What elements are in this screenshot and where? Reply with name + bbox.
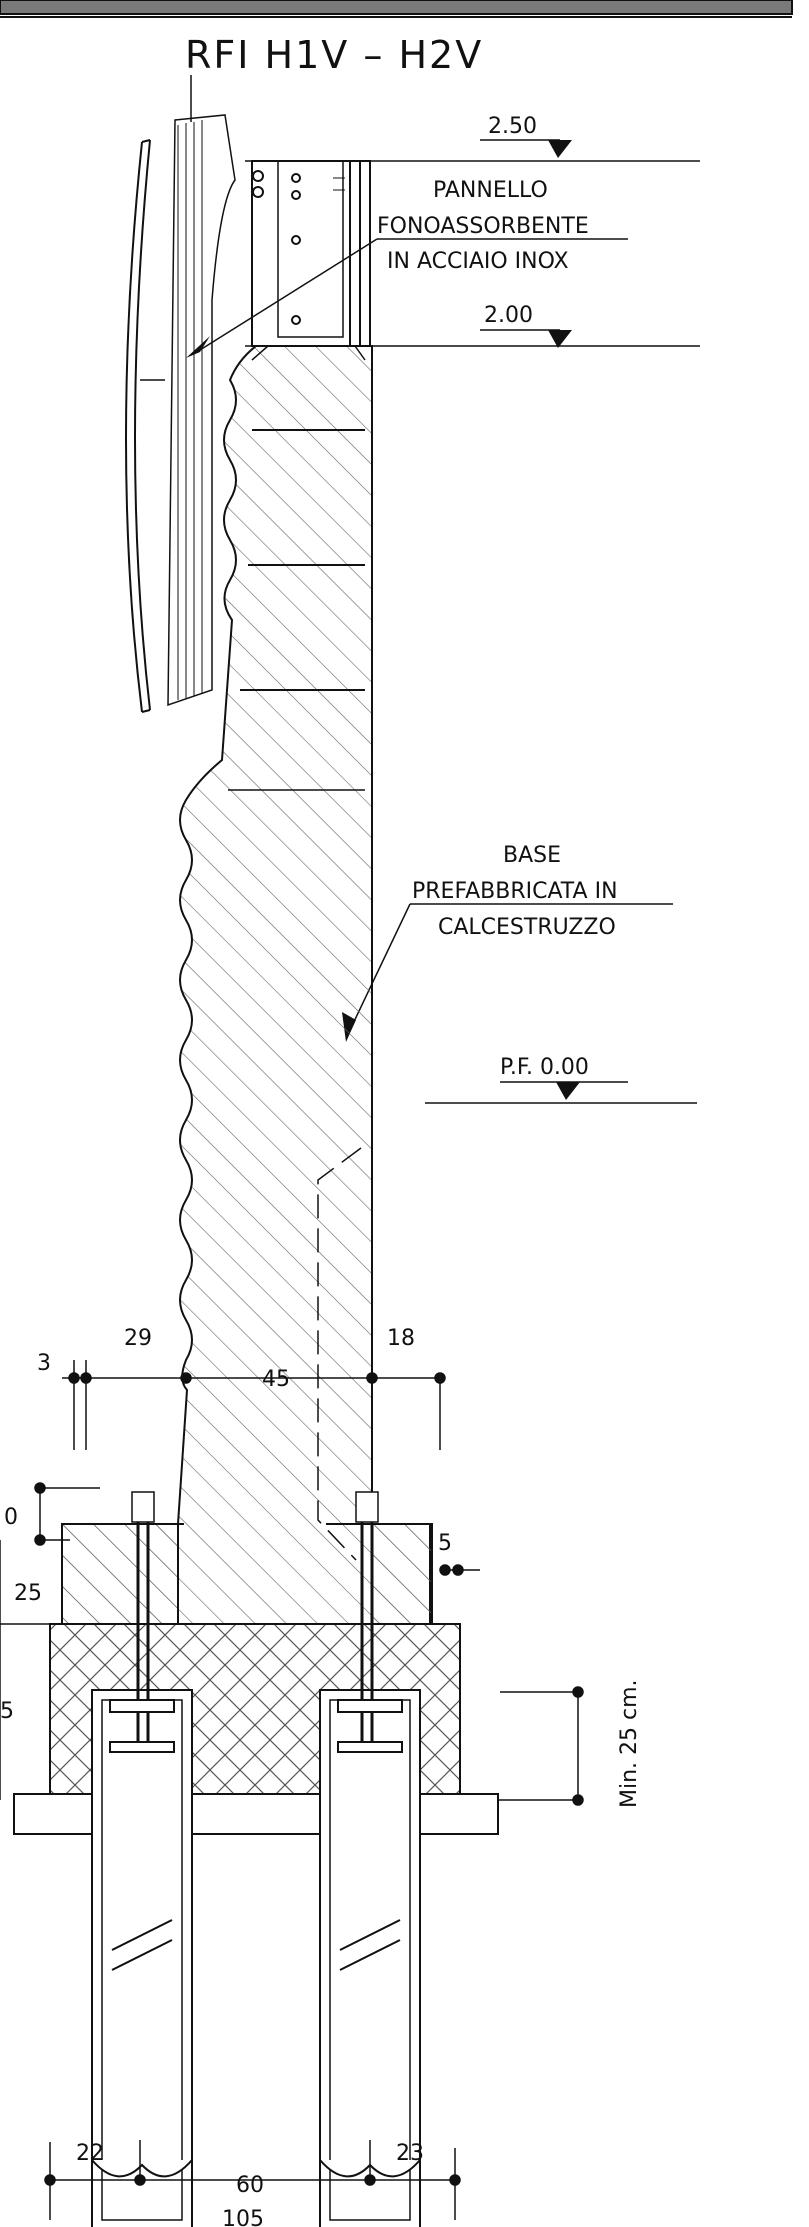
dim-5-right: 5 bbox=[438, 1531, 452, 1556]
steel-post bbox=[251, 160, 371, 347]
level-marker-top: 2.50 bbox=[245, 114, 700, 162]
dim-105: 105 bbox=[222, 2207, 264, 2227]
level-marker-ground: P.F. 0.00 bbox=[425, 1055, 697, 1104]
base-step-right bbox=[371, 1523, 433, 1625]
min-depth-dimension: Min. 25 cm. bbox=[498, 1679, 642, 1808]
min-depth-label: Min. 25 cm. bbox=[617, 1679, 642, 1808]
dimension-chain-upper: 3 29 45 18 bbox=[37, 1326, 446, 1450]
dimension-right-step: 5 bbox=[438, 1531, 480, 1576]
panel-note: PANNELLO FONOASSORBENTE IN ACCIAIO INOX bbox=[186, 178, 628, 358]
panel-note-line-2: FONOASSORBENTE bbox=[377, 214, 589, 239]
level-marker-panel-base: 2.00 bbox=[245, 303, 700, 348]
dim-45: 45 bbox=[262, 1367, 290, 1392]
dim-23: 23 bbox=[396, 2141, 424, 2166]
dim-29: 29 bbox=[124, 1326, 152, 1351]
foundation-block bbox=[13, 1623, 499, 1835]
base-note: BASE PREFABBRICATA IN CALCESTRUZZO bbox=[342, 843, 673, 1042]
dim-22: 22 bbox=[76, 2141, 104, 2166]
dimension-chain-left: 0 25 5 bbox=[0, 1482, 100, 1800]
base-step-left bbox=[61, 1523, 179, 1625]
anchor-bolts bbox=[102, 1491, 408, 1525]
dim-3: 3 bbox=[37, 1351, 51, 1376]
dim-25: 25 bbox=[14, 1581, 42, 1606]
level-top-label: 2.50 bbox=[488, 114, 537, 139]
panel-note-line-1: PANNELLO bbox=[433, 178, 548, 203]
drawing-title: RFI H1V – H2V bbox=[185, 33, 483, 77]
sound-absorbing-panel bbox=[125, 75, 236, 713]
base-note-line-2: PREFABBRICATA IN bbox=[412, 879, 618, 904]
base-note-line-1: BASE bbox=[503, 843, 561, 868]
pile-left bbox=[91, 1520, 193, 2227]
dimension-chain-lower: 22 60 23 105 bbox=[44, 2140, 461, 2227]
dim-60: 60 bbox=[236, 2173, 264, 2198]
pile-right bbox=[319, 1520, 421, 2227]
level-ground-label: P.F. 0.00 bbox=[500, 1055, 589, 1080]
header-bar bbox=[0, 0, 793, 18]
level-panel-base-label: 2.00 bbox=[484, 303, 533, 328]
panel-note-line-3: IN ACCIAIO INOX bbox=[387, 249, 569, 274]
precast-concrete-base bbox=[61, 345, 431, 1625]
dim-5-left: 5 bbox=[0, 1699, 14, 1724]
dim-18: 18 bbox=[387, 1326, 415, 1351]
base-note-line-3: CALCESTRUZZO bbox=[438, 915, 616, 940]
dim-10: 0 bbox=[4, 1505, 18, 1530]
